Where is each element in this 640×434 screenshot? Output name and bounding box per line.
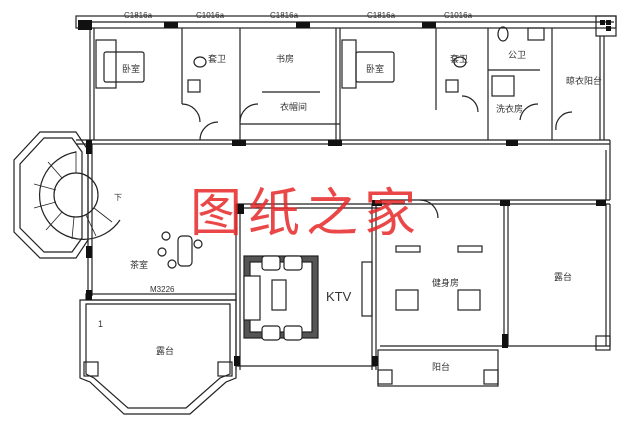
door-code-label: M3226 [150, 285, 175, 294]
room-label-gym: 健身房 [432, 279, 460, 289]
room-label-bedroom-1: 卧室 [122, 65, 141, 75]
watermark-text: 图纸之家 [190, 184, 423, 244]
window-label-5: C1016a [444, 11, 473, 20]
window-label-2: C1016a [196, 11, 225, 20]
room-label-terrace-left: 露台 [156, 347, 175, 357]
room-label-bath-2: 套卫 [450, 55, 469, 65]
window-label-3: C1816a [270, 11, 299, 20]
window-label-1: C1816a [124, 11, 153, 20]
axis-mark-label: 1 [98, 319, 104, 329]
room-label-bedroom-2: 卧室 [366, 65, 385, 75]
room-label-balcony: 阳台 [432, 363, 451, 373]
room-label-ktv: KTV [326, 289, 352, 304]
room-label-cloakroom: 衣帽间 [280, 103, 308, 113]
room-label-terrace-right: 露台 [554, 273, 573, 283]
room-label-drying-balcony: 晾衣阳台 [566, 77, 603, 87]
room-label-public-bath: 公卫 [508, 51, 527, 61]
window-label-4: C1816a [367, 11, 396, 20]
room-label-laundry: 洗衣房 [496, 105, 524, 115]
stair-down-label: 下 [114, 193, 122, 202]
room-label-tea-room: 茶室 [130, 261, 149, 271]
room-label-study: 书房 [276, 55, 295, 65]
room-label-bath-1: 套卫 [208, 55, 227, 65]
